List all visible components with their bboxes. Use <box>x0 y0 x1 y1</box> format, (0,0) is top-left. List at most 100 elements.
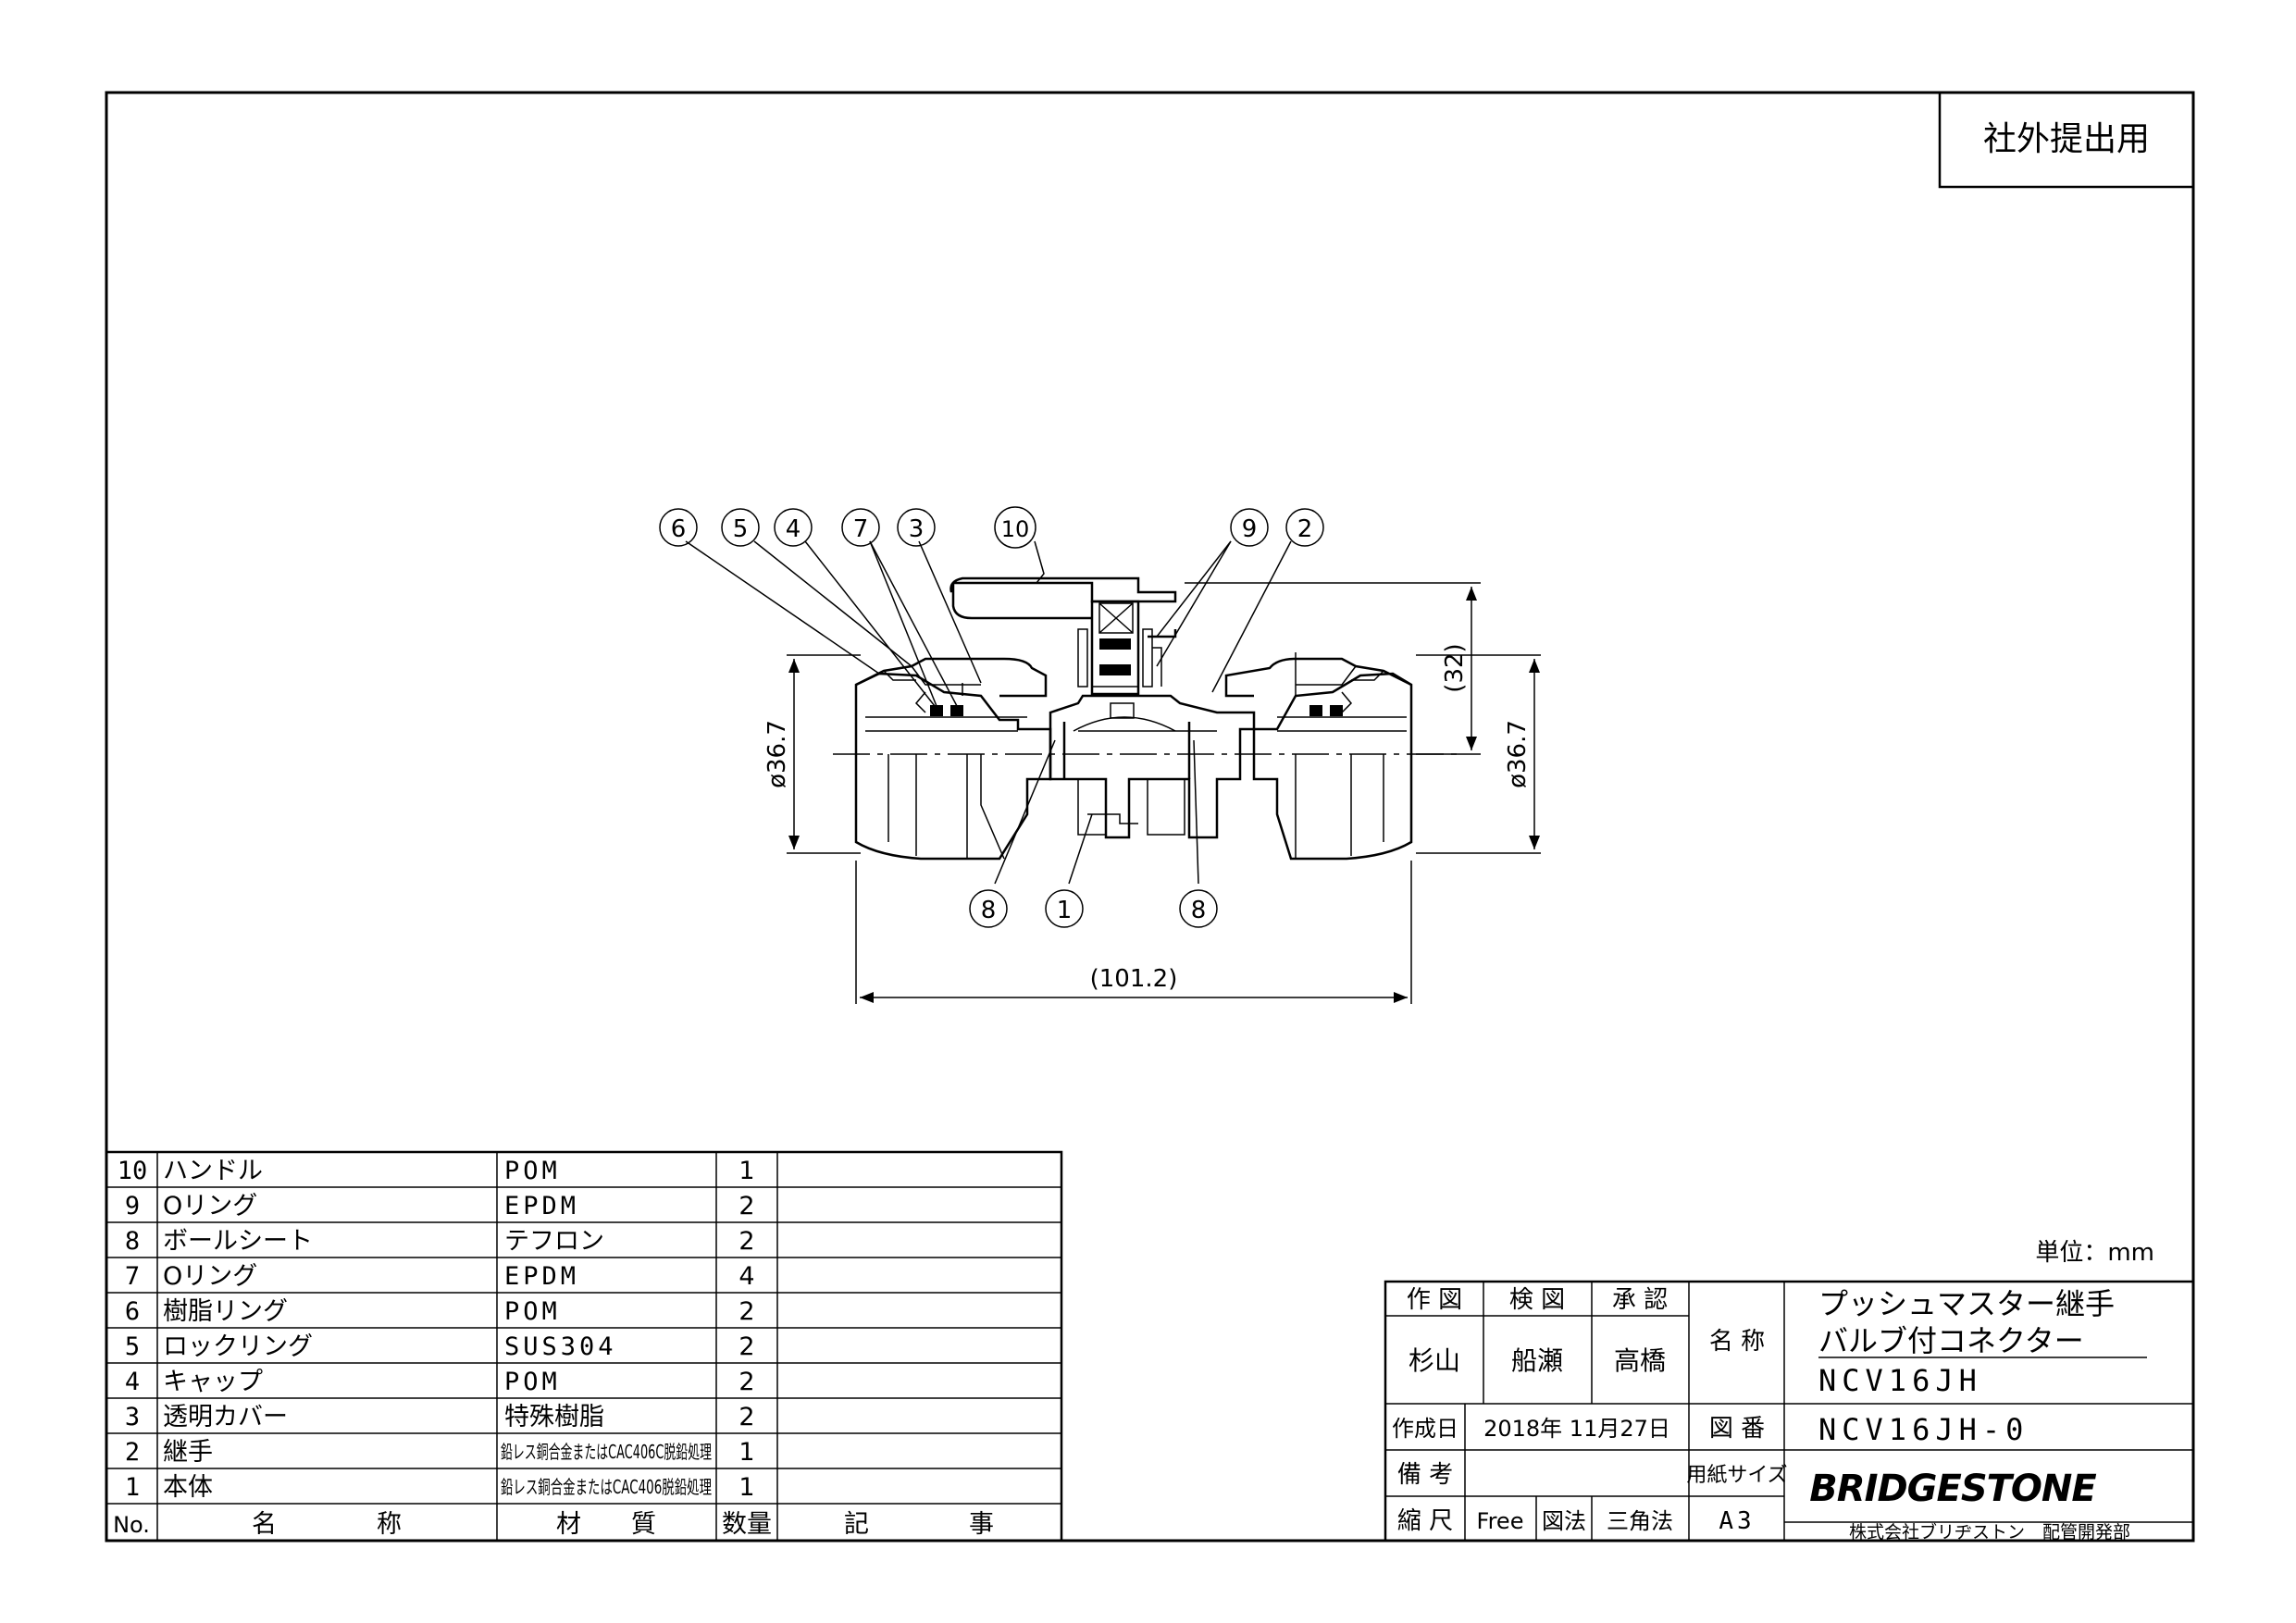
balloon-8-left: 8 <box>969 889 1008 928</box>
svg-text:1: 1 <box>738 1438 754 1467</box>
balloon-6: 6 <box>659 508 698 547</box>
leader-lines <box>685 540 1292 885</box>
svg-text:名 称: 名 称 <box>252 1510 402 1539</box>
svg-text:8: 8 <box>981 897 997 924</box>
svg-text:10: 10 <box>1001 516 1030 542</box>
svg-text:9: 9 <box>125 1192 140 1220</box>
svg-text:2: 2 <box>738 1332 754 1361</box>
drawn-by: 杉山 <box>1409 1345 1460 1376</box>
svg-text:継手: 継手 <box>163 1438 213 1467</box>
balloon-5: 5 <box>721 508 760 547</box>
dim-height: (32) <box>1441 643 1469 692</box>
svg-text:POM: POM <box>504 1297 561 1326</box>
stamp-box: 社外提出用 <box>1938 91 2195 189</box>
handle <box>949 576 1177 603</box>
svg-text:ロックリング: ロックリング <box>163 1332 313 1361</box>
table-row: 3 透明カバー 特殊樹脂 2 <box>125 1403 755 1431</box>
svg-text:8: 8 <box>125 1227 140 1256</box>
dim-length: (101.2) <box>1090 965 1178 993</box>
svg-text:2: 2 <box>738 1368 754 1396</box>
svg-text:POM: POM <box>504 1157 561 1185</box>
svg-text:数量: 数量 <box>722 1510 772 1539</box>
svg-text:1: 1 <box>1057 897 1073 924</box>
svg-text:2: 2 <box>125 1438 140 1467</box>
table-row: 7 Oリング EPDM 4 <box>125 1262 755 1291</box>
svg-text:本体: 本体 <box>163 1473 213 1502</box>
remarks-label: 備 考 <box>1397 1461 1453 1489</box>
svg-text:キャップ: キャップ <box>163 1368 263 1396</box>
svg-text:EPDM: EPDM <box>504 1192 579 1220</box>
svg-text:鉛レス銅合金またはCAC406脱鉛処理: 鉛レス銅合金またはCAC406脱鉛処理 <box>501 1476 712 1498</box>
svg-text:テフロン: テフロン <box>504 1227 604 1256</box>
table-row: 4 キャップ POM 2 <box>125 1368 755 1396</box>
left-coupling-outline <box>854 672 1052 861</box>
left-cap <box>855 657 1048 698</box>
paper-size-label: 用紙サイズ <box>1686 1464 1787 1487</box>
svg-text:10: 10 <box>118 1157 148 1185</box>
parts-table: 10 ハンドル POM 1 9 Oリング EPDM 2 8 ボールシート テフロ… <box>105 1150 1063 1542</box>
svg-text:4: 4 <box>738 1262 754 1291</box>
ball <box>1073 716 1176 732</box>
scale-value: Free <box>1477 1508 1524 1534</box>
name-label: 名 称 <box>1709 1328 1765 1356</box>
unit-label: 単位：mm <box>2035 1239 2154 1267</box>
model-name: NCV16JH <box>1818 1363 1982 1398</box>
table-row: 6 樹脂リング POM 2 <box>125 1297 755 1326</box>
balloon-1: 1 <box>1045 889 1084 928</box>
svg-text:透明カバー: 透明カバー <box>163 1403 288 1431</box>
svg-text:4: 4 <box>786 515 801 543</box>
projection-value: 三角法 <box>1607 1508 1673 1534</box>
svg-text:ボールシート: ボールシート <box>163 1227 313 1256</box>
valve-body-outline <box>1049 694 1256 839</box>
svg-text:3: 3 <box>909 515 925 543</box>
stamp-label: 社外提出用 <box>1983 120 2150 158</box>
balloon-8-right: 8 <box>1179 889 1218 928</box>
table-row: 2 継手 鉛レス銅合金またはCAC406C脱鉛処理 1 <box>125 1438 755 1467</box>
svg-text:2: 2 <box>738 1227 754 1256</box>
balloon-3: 3 <box>897 508 936 547</box>
svg-text:7: 7 <box>853 515 869 543</box>
svg-text:Oリング: Oリング <box>163 1192 257 1220</box>
svg-text:POM: POM <box>504 1368 561 1396</box>
table-row: 1 本体 鉛レス銅合金またはCAC406脱鉛処理 1 <box>125 1473 755 1502</box>
svg-text:5: 5 <box>125 1332 140 1361</box>
checked-label: 検 図 <box>1509 1286 1565 1314</box>
svg-text:1: 1 <box>125 1473 140 1502</box>
projection-label: 図法 <box>1542 1508 1586 1534</box>
svg-text:6: 6 <box>125 1297 140 1326</box>
paper-size-value: A3 <box>1719 1507 1755 1535</box>
svg-text:EPDM: EPDM <box>504 1262 579 1291</box>
product-name-2: バルブ付コネクター <box>1818 1323 2084 1358</box>
table-row: 10 ハンドル POM 1 <box>118 1157 755 1185</box>
balloon-10: 10 <box>994 506 1036 549</box>
svg-text:4: 4 <box>125 1368 140 1396</box>
svg-text:8: 8 <box>1191 897 1207 924</box>
dim-dia-left: ø36.7 <box>763 720 791 788</box>
right-coupling-outline <box>1252 672 1413 861</box>
svg-text:2: 2 <box>738 1403 754 1431</box>
svg-text:SUS304: SUS304 <box>504 1332 617 1361</box>
created-date: 2018年 11月27日 <box>1483 1416 1670 1442</box>
svg-text:材 質: 材 質 <box>556 1510 656 1539</box>
svg-text:記 事: 記 事 <box>844 1510 994 1539</box>
created-label: 作成日 <box>1392 1416 1458 1442</box>
o-rings <box>930 705 1343 716</box>
table-row: 9 Oリング EPDM 2 <box>125 1192 755 1220</box>
svg-text:Oリング: Oリング <box>163 1262 257 1291</box>
dim-dia-right: ø36.7 <box>1504 720 1532 788</box>
svg-text:特殊樹脂: 特殊樹脂 <box>504 1403 604 1431</box>
right-cap <box>1224 657 1412 698</box>
valve-drawing: ø36.7 ø36.7 (32) (101.2) 6 5 <box>659 506 1541 1004</box>
svg-text:5: 5 <box>733 515 749 543</box>
drawn-label: 作 図 <box>1407 1286 1462 1314</box>
product-name-1: プッシュマスター継手 <box>1818 1286 2115 1321</box>
brand-logo: BRIDGESTONE <box>1809 1468 2096 1510</box>
checked-by: 船瀬 <box>1511 1345 1563 1376</box>
svg-text:No.: No. <box>113 1512 150 1538</box>
balloon-9: 9 <box>1230 508 1269 547</box>
svg-text:鉛レス銅合金またはCAC406C脱鉛処理: 鉛レス銅合金またはCAC406C脱鉛処理 <box>501 1441 712 1463</box>
company-name: 株式会社ブリヂストン 配管開発部 <box>1849 1521 2130 1542</box>
svg-text:6: 6 <box>671 515 687 543</box>
svg-text:3: 3 <box>125 1403 140 1431</box>
scale-label: 縮 尺 <box>1397 1507 1453 1535</box>
